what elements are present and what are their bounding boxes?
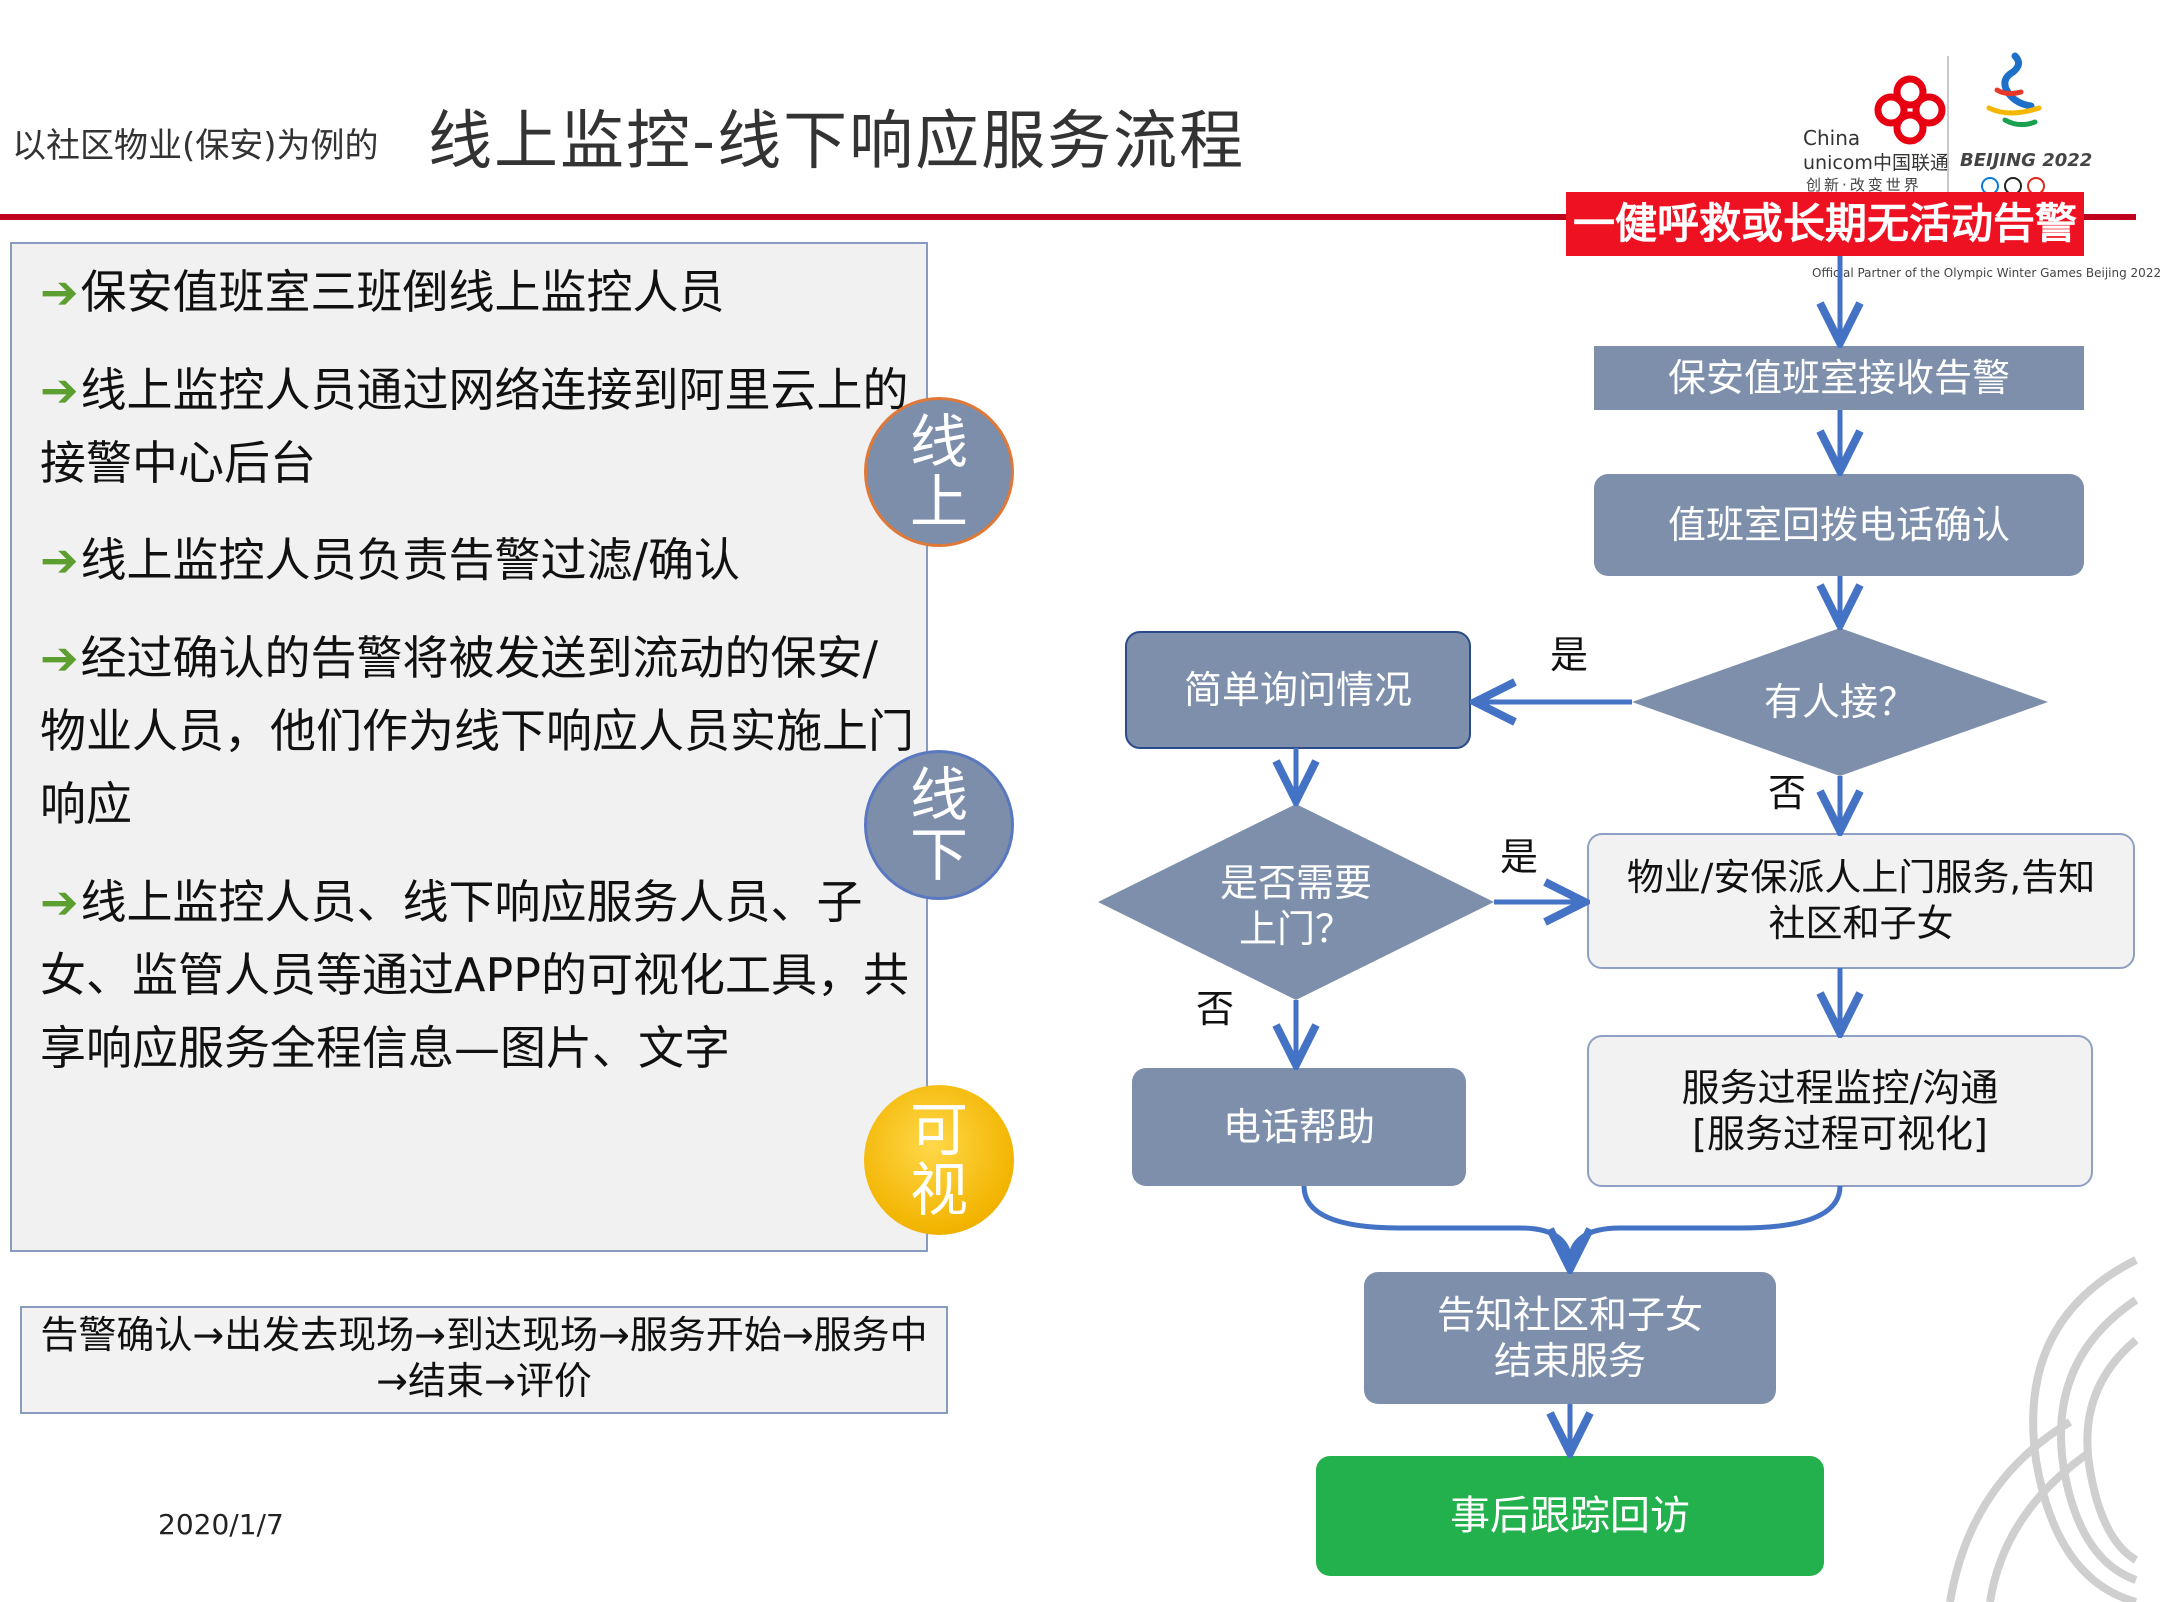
phone-help-box <box>1132 1068 1466 1186</box>
no-label-visit: 否 <box>1196 987 1235 1031</box>
page-title: 线上监控-线下响应服务流程 <box>428 105 1246 179</box>
no-label-answered: 否 <box>1768 771 1807 815</box>
notify-end-box <box>1364 1272 1776 1404</box>
bullet-arrow-icon: ➔ <box>40 363 79 417</box>
bullet-item: ➔线上监控人员通过网络连接到阿里云上的接警中心后台 <box>40 354 920 500</box>
need-visit-line: 上门？ <box>1238 907 1353 951</box>
dispatch-line: 社区和子女 <box>1768 902 1954 945</box>
connectors <box>1296 256 1840 1448</box>
followup-box <box>1316 1456 1824 1576</box>
yes-label-visit: 是 <box>1500 835 1539 879</box>
bullet-arrow-icon: ➔ <box>40 631 79 685</box>
page-title-prefix: 以社区物业(保安)为例的 <box>12 126 379 166</box>
bullet-panel: ➔保安值班室三班倒线上监控人员 ➔线上监控人员通过网络连接到阿里云上的接警中心后… <box>10 242 928 1252</box>
bullet-text: 线上监控人员通过网络连接到阿里云上的接警中心后台 <box>40 363 909 490</box>
notify-end-line: 结束服务 <box>1493 1339 1646 1383</box>
unicom-name-text: unicom中国联通 <box>1803 152 1949 174</box>
bullet-arrow-icon: ➔ <box>40 265 79 319</box>
bullet-text: 线上监控人员、线下响应服务人员、子女、监管人员等通过APP的可视化工具，共享响应… <box>40 875 909 1075</box>
callback-box <box>1594 474 2084 576</box>
need-visit-label: 是否需要 上门？ <box>1186 856 1406 956</box>
process-steps-text: 告警确认→出发去现场→到达现场→服务开始→服务中→结束→评价 <box>40 1313 928 1403</box>
bullet-text: 经过确认的告警将被发送到流动的保安/物业人员，他们作为线下响应人员实施上门响应 <box>40 631 914 831</box>
partner-text: Official Partner of the Olympic Winter G… <box>1812 266 2161 280</box>
online-circle: 线 上 <box>864 397 1014 547</box>
visual-circle: 可 视 <box>864 1085 1014 1235</box>
process-steps-box: 告警确认→出发去现场→到达现场→服务开始→服务中→结束→评价 <box>20 1306 948 1414</box>
beijing-2022-emblem <box>1986 52 2042 128</box>
inquire-label: 简单询问情况 <box>1183 668 1412 712</box>
need-visit-decision <box>1098 804 1494 1000</box>
followup-label: 事后跟踪回访 <box>1450 1493 1690 1539</box>
logo-divider <box>1947 56 1949 206</box>
unicom-china-text: China <box>1803 126 1861 150</box>
dispatch-line: 物业/安保派人上门服务,告知 <box>1626 856 2096 899</box>
callback-label: 值班室回拨电话确认 <box>1667 503 2010 547</box>
alarm-label: 一健呼救或长期无活动告警 <box>1572 199 2077 248</box>
bullet-item: ➔保安值班室三班倒线上监控人员 <box>40 256 920 329</box>
date-label: 2020/1/7 <box>158 1508 284 1541</box>
alarm-box <box>1566 192 2084 256</box>
receive-alarm-box <box>1594 346 2084 410</box>
bullet-arrow-icon: ➔ <box>40 533 79 587</box>
visual-circle-char: 可 <box>909 1096 968 1164</box>
unicom-slogan: 创新·改变世界 <box>1806 176 1922 194</box>
dispatch-label: 物业/安保派人上门服务,告知 社区和子女 <box>1588 834 2134 968</box>
bullet-item: ➔线上监控人员、线下响应服务人员、子女、监管人员等通过APP的可视化工具，共享响… <box>40 866 920 1085</box>
bullet-text: 保安值班室三班倒线上监控人员 <box>80 265 725 319</box>
title-rule <box>0 214 2136 220</box>
need-visit-line: 是否需要 <box>1219 861 1372 905</box>
answered-decision <box>1632 628 2048 776</box>
bullet-item: ➔线上监控人员负责告警过滤/确认 <box>40 524 920 597</box>
monitor-line: 服务过程监控/沟通 <box>1681 1066 1999 1110</box>
bullet-arrow-icon: ➔ <box>40 875 79 929</box>
offline-circle-char: 下 <box>909 821 968 889</box>
online-circle-char: 上 <box>909 468 968 536</box>
offline-circle: 线 下 <box>864 750 1014 900</box>
notify-end-label: 告知社区和子女 结束服务 <box>1364 1272 1776 1404</box>
bullet-item: ➔经过确认的告警将被发送到流动的保安/物业人员，他们作为线下响应人员实施上门响应 <box>40 622 920 841</box>
answered-label: 有人接？ <box>1763 680 1916 724</box>
offline-circle-char: 线 <box>909 761 968 829</box>
notify-end-line: 告知社区和子女 <box>1436 1293 1703 1337</box>
monitor-line: [服务过程可视化] <box>1692 1112 1988 1156</box>
decorative-swirl <box>1946 1256 2139 1602</box>
beijing-2022-text: BEIJING 2022 <box>1960 150 2093 171</box>
receive-alarm-label: 保安值班室接收告警 <box>1667 356 2010 400</box>
yes-label-answered: 是 <box>1550 633 1589 677</box>
bullet-text: 线上监控人员负责告警过滤/确认 <box>80 533 741 587</box>
visual-circle-char: 视 <box>909 1156 968 1224</box>
phone-help-label: 电话帮助 <box>1222 1105 1375 1149</box>
online-circle-char: 线 <box>909 408 968 476</box>
china-unicom-knot-logo <box>1874 75 1946 145</box>
monitor-label: 服务过程监控/沟通 [服务过程可视化] <box>1588 1036 2092 1186</box>
